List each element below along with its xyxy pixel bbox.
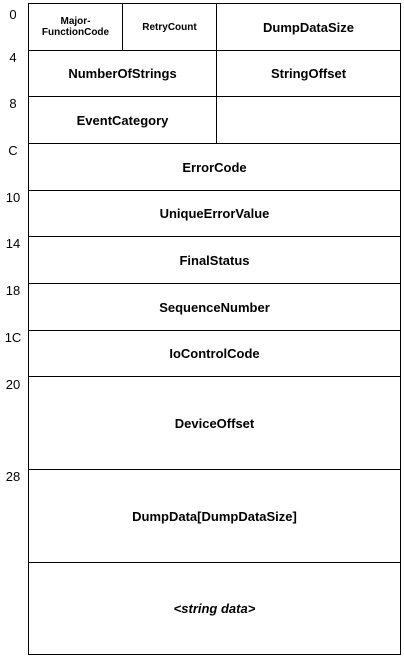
row-offset-8: EventCategory: [29, 97, 400, 144]
offset-28: 28: [5, 469, 21, 484]
dump-data-size-field: DumpDataSize: [262, 19, 355, 35]
string-offset-field: StringOffset: [270, 66, 347, 81]
row-offset-4: NumberOfStrings StringOffset: [29, 51, 400, 97]
number-of-strings-field: NumberOfStrings: [29, 51, 217, 96]
retry-count-field: RetryCount: [123, 4, 217, 50]
row-offset-0: Major- FunctionCode RetryCount DumpDataS…: [29, 4, 400, 51]
io-control-code-field: IoControlCode: [169, 346, 260, 361]
offset-18: 18: [5, 283, 21, 298]
sequence-number-field: SequenceNumber: [159, 299, 270, 315]
string-data-field: <string data>: [173, 601, 256, 616]
packet-structure-grid: Major- FunctionCode RetryCount DumpDataS…: [28, 3, 401, 655]
row-offset-28: DumpData[DumpDataSize]: [29, 470, 400, 563]
major-function-code-field: Major- FunctionCode: [29, 4, 123, 50]
row-offset-14: FinalStatus: [29, 237, 400, 284]
reserved-empty-field: [217, 97, 400, 143]
offset-14: 14: [5, 236, 21, 251]
row-offset-18: SequenceNumber: [29, 284, 400, 331]
device-offset-field: DeviceOffset: [174, 415, 255, 431]
offset-4: 4: [9, 50, 17, 65]
offset-8: 8: [9, 96, 17, 111]
offset-10: 10: [5, 190, 21, 205]
offset-0: 0: [9, 7, 17, 22]
offset-1c: 1C: [4, 330, 22, 345]
unique-error-value-field: UniqueErrorValue: [159, 206, 270, 221]
final-status-field: FinalStatus: [179, 252, 250, 268]
row-offset-10: UniqueErrorValue: [29, 191, 400, 237]
row-offset-c: ErrorCode: [29, 144, 400, 191]
row-offset-1c: IoControlCode: [29, 331, 400, 377]
dump-data-field: DumpData[DumpDataSize]: [132, 508, 297, 524]
offset-c: C: [8, 143, 18, 158]
row-offset-20: DeviceOffset: [29, 377, 400, 470]
offset-20: 20: [5, 377, 21, 392]
error-code-field: ErrorCode: [182, 159, 247, 175]
row-string-data: <string data>: [29, 563, 400, 654]
event-category-field: EventCategory: [29, 97, 217, 143]
